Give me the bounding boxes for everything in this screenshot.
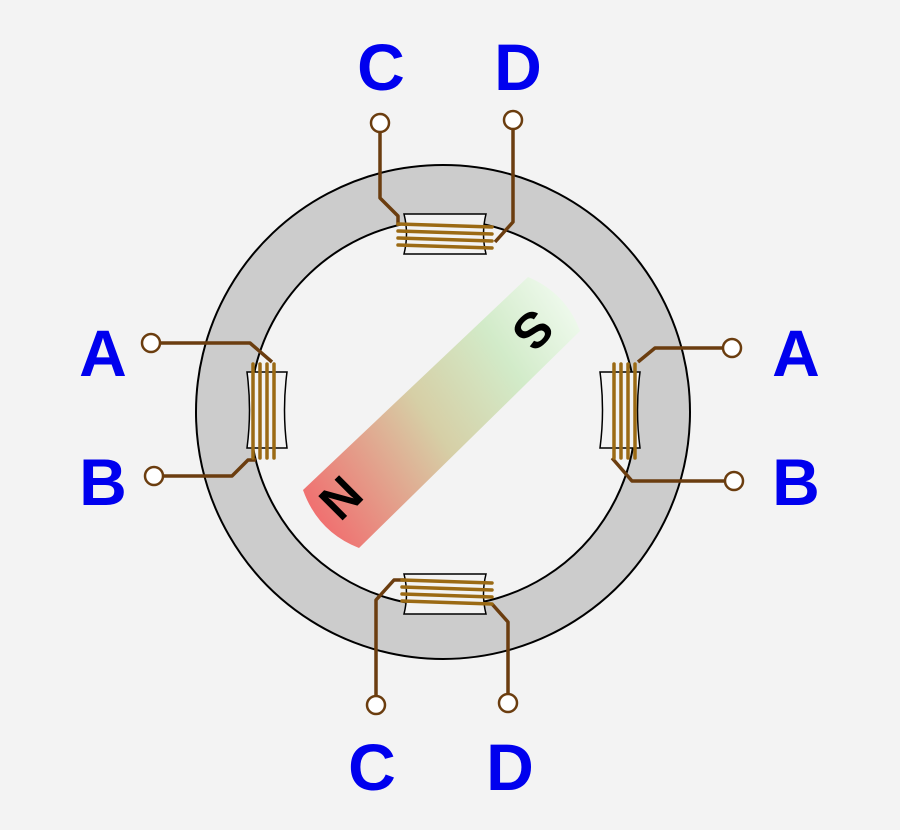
wire-right-b (610, 456, 725, 483)
label-top-d: D (494, 30, 542, 104)
label-bottom-c: C (348, 730, 396, 804)
terminal-left-a (140, 332, 162, 354)
rotor-magnet (303, 277, 580, 548)
label-bottom-d: D (486, 730, 534, 804)
label-right-a: A (772, 316, 820, 390)
wire-left-b (162, 458, 256, 478)
terminal-top-c (369, 112, 391, 134)
label-left-b: B (79, 445, 127, 519)
wire-top-d (493, 128, 515, 244)
wire-bottom-c (374, 578, 404, 696)
coil-top (396, 222, 494, 250)
label-left-a: A (79, 316, 127, 390)
terminal-left-b (143, 465, 165, 487)
coil-bottom (400, 578, 494, 606)
label-right-b: B (772, 445, 820, 519)
coil-left (251, 362, 276, 460)
label-top-c: C (357, 30, 405, 104)
wire-left-a (159, 341, 274, 364)
terminal-top-d (502, 109, 524, 131)
coil-right (612, 362, 637, 460)
terminal-bottom-c (365, 694, 387, 716)
wire-top-c (378, 131, 400, 226)
terminal-bottom-d (497, 692, 519, 714)
terminal-right-b (723, 470, 745, 492)
terminal-right-a (721, 337, 743, 359)
wire-right-a (636, 346, 723, 364)
wire-bottom-d (490, 602, 510, 694)
